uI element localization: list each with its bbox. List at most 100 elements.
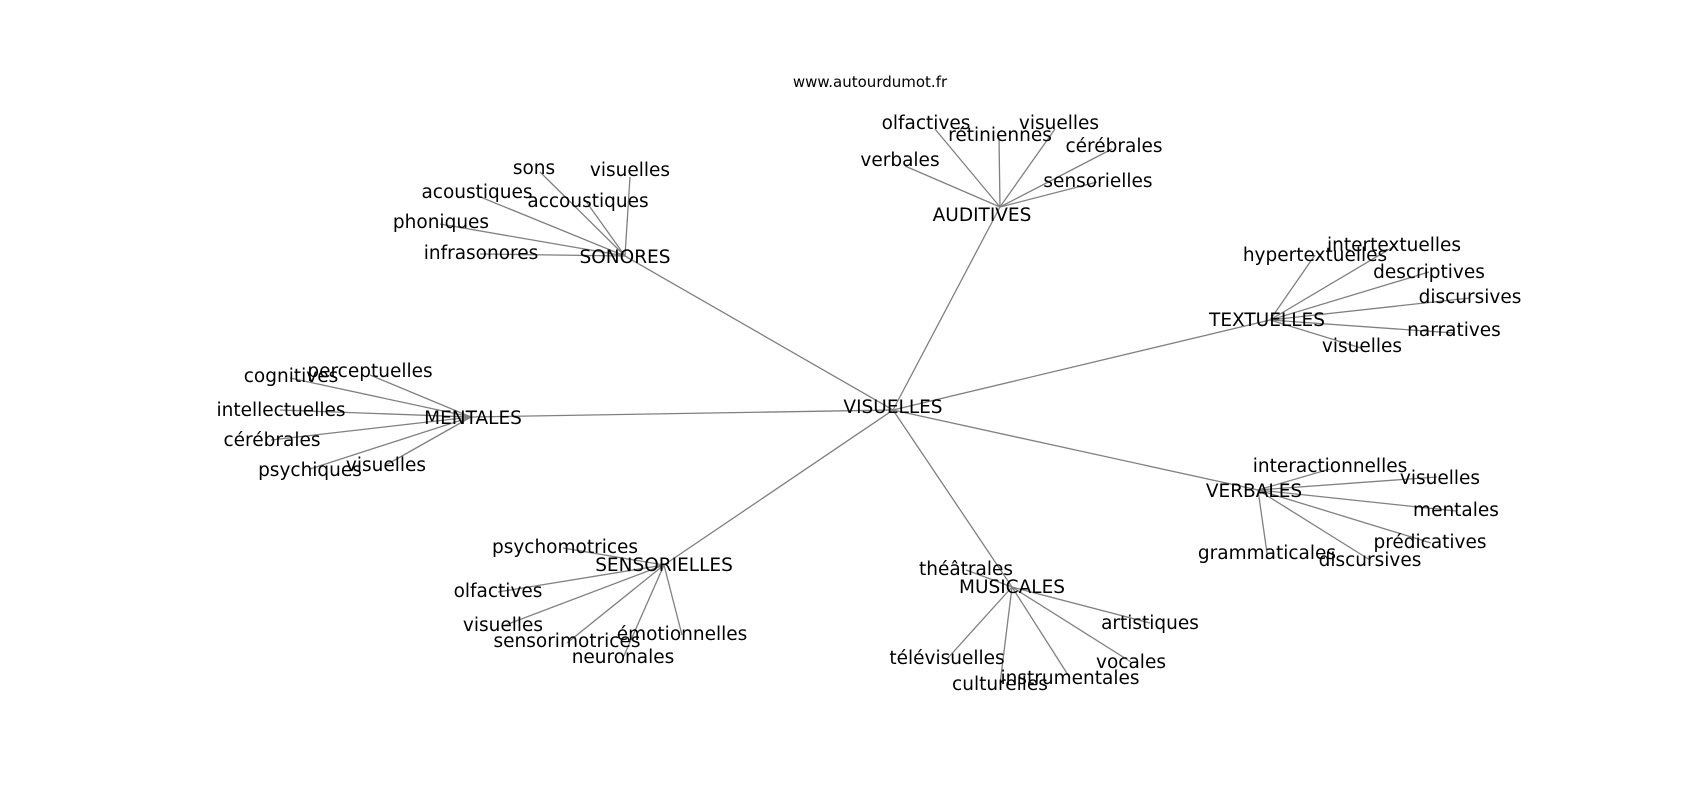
leaf-node-label-verbales-interactionnelles: interactionnelles (1253, 456, 1407, 477)
leaf-node-label-mentales-perceptuelles: perceptuelles (307, 361, 432, 382)
group-node-label-verbales: VERBALES (1206, 481, 1302, 502)
edge-center-to-musicales (892, 409, 1013, 588)
leaf-node-label-verbales-grammaticales: grammaticales (1198, 543, 1336, 564)
leaf-node-label-sensorielles-emotionnelles: émotionnelles (617, 624, 748, 645)
leaf-node-label-textuelles-discursives: discursives (1419, 287, 1522, 308)
edge-auditives-to-sensorielles (999, 181, 1098, 208)
edge-textuelles-to-narratives (1269, 319, 1455, 334)
source-website-label: www.autourdumot.fr (793, 73, 948, 91)
edge-musicales-to-vocales (1011, 586, 1132, 663)
edge-sensorielles-to-olfactives (497, 564, 665, 593)
edge-mentales-to-intellectuelles (279, 409, 472, 418)
edge-textuelles-to-intertextuelles (1269, 246, 1394, 321)
edge-center-to-verbales (892, 409, 1259, 491)
leaf-node-label-verbales-discursives: discursives (1319, 550, 1422, 571)
edge-auditives-to-olfactives (934, 128, 1001, 208)
leaf-node-label-auditives-olfactives: olfactives (882, 113, 971, 134)
edge-musicales-to-culturelles (999, 586, 1013, 685)
leaf-node-label-textuelles-narratives: narratives (1407, 320, 1501, 341)
edge-verbales-to-mentales (1257, 489, 1457, 512)
leaf-node-label-verbales-visuelles: visuelles (1400, 468, 1480, 489)
edge-musicales-to-televisuelles (946, 586, 1013, 660)
edge-verbales-to-discursives (1257, 489, 1371, 561)
edge-musicales-to-theatrales (965, 569, 1013, 588)
edge-mentales-to-visuelles (385, 416, 472, 466)
graph-labels: VISUELLESAUDITIVESolfactivesrétiniennesv… (217, 113, 1522, 695)
edge-sensorielles-to-visuelles (502, 564, 665, 627)
leaf-node-label-sonores-visuelles: visuelles (590, 160, 670, 181)
edge-center-to-textuelles (892, 319, 1271, 411)
edge-sonores-to-visuelles (624, 176, 631, 257)
center-node-label: VISUELLES (843, 397, 942, 418)
leaf-node-label-textuelles-hypertextuelles: hypertextuelles (1243, 245, 1387, 266)
edge-sensorielles-to-emotionnelles (663, 564, 683, 636)
leaf-node-label-sensorielles-psychomotrices: psychomotrices (492, 537, 638, 558)
leaf-node-label-auditives-verbales: verbales (860, 150, 939, 171)
leaf-node-label-auditives-cerebrales: cérébrales (1066, 136, 1163, 157)
leaf-node-label-sonores-sons: sons (513, 158, 555, 179)
edge-sensorielles-to-sensorimotrices (566, 564, 665, 644)
edge-musicales-to-artistiques (1011, 586, 1151, 624)
edge-center-to-auditives (892, 206, 1001, 411)
leaf-node-label-musicales-theatrales: théâtrales (919, 559, 1013, 580)
leaf-node-label-musicales-televisuelles: télévisuelles (889, 648, 1004, 669)
leaf-node-label-mentales-cognitives: cognitives (244, 366, 338, 387)
leaf-node-label-sensorielles-olfactives: olfactives (454, 581, 543, 602)
graph-edges (270, 128, 1471, 685)
edge-verbales-to-predicatives (1257, 489, 1432, 544)
leaf-node-label-sonores-acoustiques: acoustiques (421, 182, 532, 203)
group-node-label-sonores: SONORES (580, 247, 671, 268)
group-node-label-textuelles: TEXTUELLES (1208, 310, 1325, 331)
edge-center-to-sonores (624, 255, 894, 411)
leaf-node-label-mentales-intellectuelles: intellectuelles (217, 400, 346, 421)
edge-musicales-to-instrumentales (1011, 586, 1071, 679)
leaf-node-label-mentales-psychiques: psychiques (258, 460, 362, 481)
edge-verbales-to-visuelles (1257, 476, 1438, 491)
leaf-node-label-musicales-vocales: vocales (1096, 652, 1166, 673)
edge-sonores-to-phoniques (439, 223, 626, 257)
leaf-node-label-textuelles-visuelles: visuelles (1322, 336, 1402, 357)
edge-mentales-to-psychiques (309, 416, 472, 470)
leaf-node-label-auditives-retiniennes: rétiniennes (948, 125, 1052, 146)
edge-center-to-sensorielles (663, 409, 894, 566)
edge-textuelles-to-discursives (1269, 297, 1471, 321)
edge-sonores-to-accoustiques (584, 199, 626, 257)
edge-sonores-to-acoustiques (477, 195, 626, 257)
edge-mentales-to-cerebrales (270, 416, 472, 441)
edge-mentales-to-perceptuelles (369, 374, 472, 418)
leaf-node-label-auditives-sensorielles: sensorielles (1043, 171, 1152, 192)
leaf-node-label-musicales-instrumentales: instrumentales (1001, 668, 1140, 689)
edge-sensorielles-to-psychomotrices (562, 547, 665, 566)
group-node-label-musicales: MUSICALES (959, 577, 1065, 598)
leaf-node-label-musicales-artistiques: artistiques (1101, 613, 1199, 634)
leaf-node-label-textuelles-intertextuelles: intertextuelles (1327, 235, 1461, 256)
edge-textuelles-to-hypertextuelles (1269, 254, 1316, 321)
edge-auditives-to-retiniennes (998, 136, 1001, 208)
edge-auditives-to-cerebrales (999, 148, 1113, 208)
edge-mentales-to-cognitives (289, 377, 472, 418)
leaf-node-label-mentales-visuelles: visuelles (346, 455, 426, 476)
leaf-node-label-sonores-phoniques: phoniques (393, 212, 489, 233)
leaf-node-label-sensorielles-sensorimotrices: sensorimotrices (494, 631, 641, 652)
group-node-label-auditives: AUDITIVES (933, 205, 1032, 226)
edge-sensorielles-to-neuronales (622, 564, 665, 659)
leaf-node-label-sensorielles-neuronales: neuronales (572, 647, 675, 668)
leaf-node-label-auditives-visuelles: visuelles (1019, 113, 1099, 134)
edge-verbales-to-interactionnelles (1257, 468, 1331, 491)
leaf-node-label-sensorielles-visuelles: visuelles (463, 615, 543, 636)
leaf-node-label-verbales-mentales: mentales (1413, 500, 1499, 521)
group-node-label-mentales: MENTALES (424, 408, 522, 429)
edge-sonores-to-infrasonores (479, 253, 626, 257)
leaf-node-label-mentales-cerebrales: cérébrales (224, 430, 321, 451)
group-node-label-sensorielles: SENSORIELLES (595, 555, 733, 576)
leaf-node-label-textuelles-descriptives: descriptives (1373, 262, 1485, 283)
edge-sonores-to-sons (539, 171, 626, 257)
edge-auditives-to-visuelles (999, 128, 1056, 208)
leaf-node-label-verbales-predicatives: prédicatives (1373, 532, 1486, 553)
leaf-node-label-musicales-culturelles: culturelles (952, 674, 1048, 695)
edge-auditives-to-verbales (904, 165, 1001, 208)
edge-center-to-mentales (470, 409, 894, 418)
edge-textuelles-to-descriptives (1269, 271, 1430, 321)
edge-textuelles-to-visuelles (1269, 319, 1362, 349)
